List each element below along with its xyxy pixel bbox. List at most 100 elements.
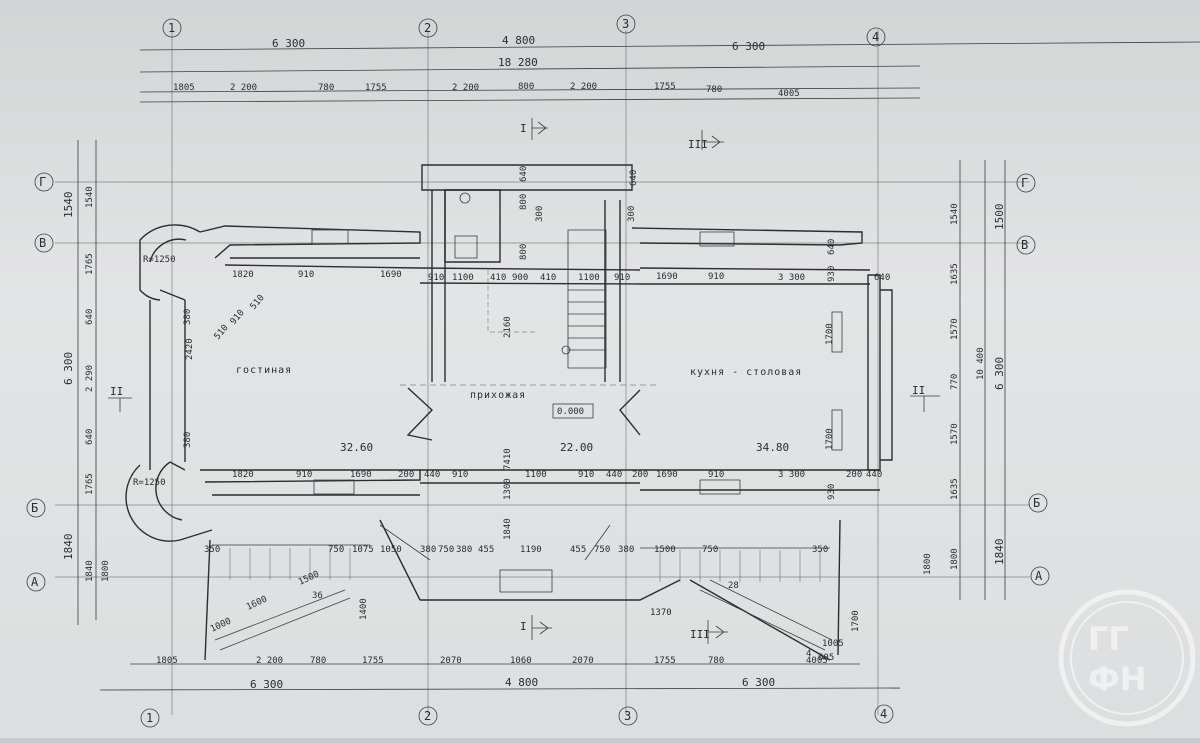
int-dim: 640 <box>874 273 890 283</box>
section-2-right: II <box>912 384 925 397</box>
axis-row-a-right: А <box>1035 569 1043 583</box>
misc-dim: 36 <box>312 591 323 601</box>
bottom-seg: 4005 <box>806 656 828 666</box>
porch-dim: 455 <box>478 545 494 555</box>
right-outer: 6 300 <box>993 357 1006 390</box>
left-inner: 2 290 <box>85 365 95 392</box>
top-span-2: 4 800 <box>502 34 535 47</box>
porch-dim: 455 <box>570 545 586 555</box>
right-inner: 1800 <box>950 548 960 570</box>
right-outer: 1840 <box>993 539 1006 566</box>
room-hall-label: прихожая <box>470 390 526 401</box>
left-inner: 1765 <box>85 253 95 275</box>
axis-col-2-top: 2 <box>424 21 431 35</box>
misc-dimensions: 800 800 640 640 300 300 380 380 510 910 … <box>101 166 933 663</box>
misc-dim: 1005 <box>822 639 844 649</box>
bottom-seg: 2070 <box>440 656 462 666</box>
left-inner: 640 <box>85 429 95 445</box>
axis-lines <box>55 30 1030 715</box>
int-dim: 910 <box>428 273 444 283</box>
left-inner: 1840 <box>85 560 95 582</box>
bottom-seg: 1755 <box>654 656 676 666</box>
int-dim: 910 <box>296 470 312 480</box>
porch-dim: 1500 <box>654 545 676 555</box>
section-3-top: III <box>688 138 708 151</box>
section-1-top: I <box>520 122 527 135</box>
left-outer: 1840 <box>62 534 75 561</box>
left-inner: 1540 <box>85 186 95 208</box>
left-inner: 640 <box>85 309 95 325</box>
int-dim: 1690 <box>350 470 372 480</box>
int-dim: 910 <box>708 272 724 282</box>
top-span-1: 6 300 <box>272 37 305 50</box>
top-seg: 2 200 <box>452 83 479 93</box>
porch-dim: 380 <box>456 545 472 555</box>
porch-dim: 1050 <box>380 545 402 555</box>
int-dim: 1100 <box>452 273 474 283</box>
axis-row-b-left: Б <box>31 501 38 515</box>
room-kitchen-area: 34.80 <box>756 441 789 454</box>
int-dim: 1300 <box>503 478 513 500</box>
porch-dim: 1190 <box>520 545 542 555</box>
porch-dim: 350 <box>812 545 828 555</box>
top-seg: 4005 <box>778 89 800 99</box>
bottom-seg: 780 <box>708 656 724 666</box>
right-inner: 1635 <box>950 478 960 500</box>
int-dim: 1700 <box>825 428 835 450</box>
bottom-dimensions: 1805 2 200 780 1755 2070 1060 2070 1755 … <box>156 656 828 691</box>
misc-dim: 4 <box>806 649 811 659</box>
axis-col-3-bottom: 3 <box>624 709 631 723</box>
misc-dim: 1400 <box>359 598 369 620</box>
right-inner: 1635 <box>950 263 960 285</box>
axis-markers: 1 2 3 4 1 2 3 4 Г В Б А Г В Б А <box>26 14 1050 728</box>
bottom-seg: 2 200 <box>256 656 283 666</box>
level-box <box>552 403 594 419</box>
int-dim: 410 <box>490 273 506 283</box>
int-dim: 200 <box>398 470 414 480</box>
left-outer: 1540 <box>62 192 75 219</box>
left-dimensions: 1540 6 300 1840 1540 1765 640 2 290 640 … <box>62 186 95 582</box>
axis-col-2-bottom: 2 <box>424 709 431 723</box>
axis-row-g-right: Г <box>1021 176 1028 190</box>
right-dimensions: 1500 6 300 1840 10 400 1540 1635 1570 77… <box>950 203 1006 570</box>
right-total: 10 400 <box>976 347 986 380</box>
porch-dim: 750 <box>702 545 718 555</box>
room-kitchen-label: кухня - столовая <box>690 367 802 378</box>
misc-dim: 1800 <box>923 553 933 575</box>
misc-dim: 510 <box>249 293 267 312</box>
top-seg: 780 <box>706 85 722 95</box>
radius-top: R=1250 <box>143 255 176 265</box>
porch-dim: 350 <box>204 545 220 555</box>
int-dim: 3 300 <box>778 470 805 480</box>
section-markers: I I II II III III <box>108 118 940 644</box>
bottom-span-3: 6 300 <box>742 676 775 689</box>
radius-bottom: R=1250 <box>133 478 166 488</box>
int-dim: 1690 <box>380 270 402 280</box>
porch-dim: 750 <box>594 545 610 555</box>
int-dim: 910 <box>452 470 468 480</box>
int-dim: 440 <box>866 470 882 480</box>
int-dim: 7410 <box>503 448 513 470</box>
misc-dim: 605 <box>818 653 834 663</box>
radius-labels: R=1250 R=1250 <box>133 255 176 488</box>
porch-steps <box>229 548 821 582</box>
bottom-span-1: 6 300 <box>250 678 283 691</box>
int-dim: 200 <box>846 470 862 480</box>
axis-row-v-left: В <box>39 236 46 250</box>
misc-dim: 1800 <box>101 560 111 582</box>
misc-dim: 1000 <box>209 616 233 634</box>
int-dim: 1820 <box>232 470 254 480</box>
porch-dim: 1075 <box>352 545 374 555</box>
int-dim: 1100 <box>525 470 547 480</box>
int-dim: 900 <box>512 273 528 283</box>
int-dim: 410 <box>540 273 556 283</box>
int-dim: 910 <box>298 270 314 280</box>
room-living-label: гостиная <box>236 365 292 376</box>
axis-row-b-right: Б <box>1033 496 1040 510</box>
misc-dim: 800 <box>519 194 529 210</box>
misc-dim: 930 <box>827 484 837 500</box>
axis-row-g-left: Г <box>39 175 46 189</box>
int-dim: 1690 <box>656 470 678 480</box>
int-dim: 3 300 <box>778 273 805 283</box>
top-seg: 2 200 <box>570 82 597 92</box>
